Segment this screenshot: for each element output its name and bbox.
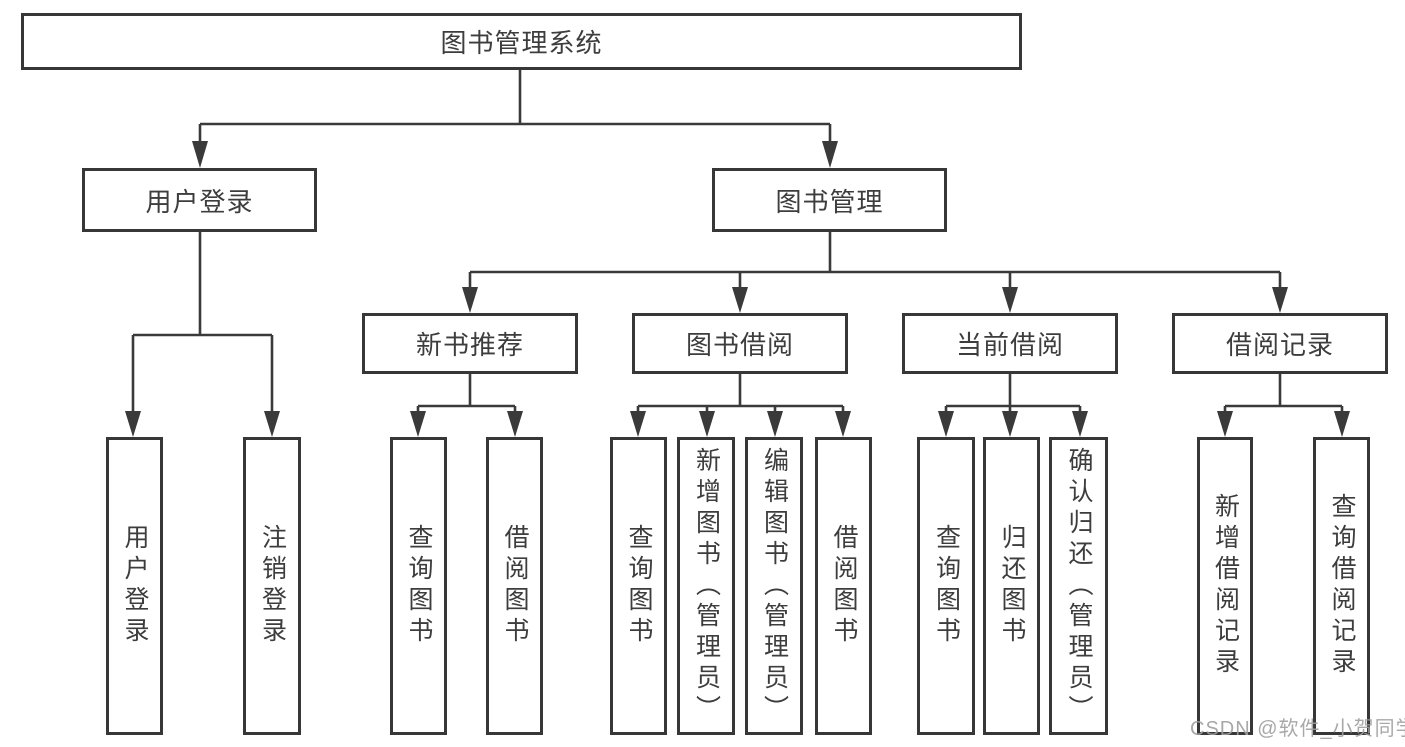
leaf-borrow-edit-books-admin: 编辑图书（管理员） [745, 437, 803, 735]
leaf-user-login: 用户登录 [106, 437, 163, 735]
node-root-system-label: 图书管理系统 [440, 28, 603, 58]
node-borrow-record: 借阅记录 [1172, 313, 1388, 374]
leaf-logout-label: 注销登录 [258, 524, 287, 648]
leaf-record-query-borrow-record: 查询借阅记录 [1313, 437, 1370, 735]
node-borrow-record-label: 借阅记录 [1225, 330, 1334, 360]
leaf-current-query-books-label: 查询图书 [932, 524, 961, 648]
leaf-recommend-query-books: 查询图书 [390, 437, 447, 735]
leaf-recommend-borrow-books: 借阅图书 [486, 437, 543, 735]
leaf-record-add-borrow-record-label: 新增借阅记录 [1211, 493, 1240, 679]
leaf-record-query-borrow-record-label: 查询借阅记录 [1328, 493, 1356, 679]
node-book-management: 图书管理 [712, 168, 947, 232]
leaf-current-confirm-return-admin-label: 确认归还（管理员） [1065, 446, 1093, 726]
node-root-system: 图书管理系统 [21, 13, 1022, 70]
arrowhead-icons [125, 141, 1350, 437]
leaf-recommend-borrow-books-label: 借阅图书 [501, 524, 529, 648]
csdn-watermark: CSDN @软件_小贺同学 [1190, 718, 1405, 740]
node-user-login-label: 用户登录 [145, 186, 254, 217]
leaf-recommend-query-books-label: 查询图书 [405, 524, 433, 648]
leaf-current-confirm-return-admin: 确认归还（管理员） [1049, 437, 1108, 735]
leaf-record-add-borrow-record: 新增借阅记录 [1197, 437, 1253, 735]
leaf-borrow-add-books-admin-label: 新增图书（管理员） [692, 446, 721, 726]
leaf-logout: 注销登录 [243, 437, 301, 735]
node-book-management-label: 图书管理 [775, 186, 884, 217]
leaf-borrow-query-books-label: 查询图书 [625, 524, 653, 648]
leaf-current-return-books-label: 归还图书 [998, 524, 1026, 648]
leaf-borrow-edit-books-admin-label: 编辑图书（管理员） [760, 446, 789, 726]
node-new-book-recommend-label: 新书推荐 [415, 330, 524, 360]
node-user-login: 用户登录 [82, 168, 317, 232]
leaf-current-query-books: 查询图书 [917, 437, 975, 735]
leaf-borrow-borrow-books: 借阅图书 [815, 437, 872, 735]
node-current-borrow: 当前借阅 [902, 313, 1118, 374]
node-book-borrow-label: 图书借阅 [685, 330, 794, 360]
leaf-borrow-add-books-admin: 新增图书（管理员） [677, 437, 735, 735]
leaf-user-login-label: 用户登录 [121, 524, 149, 648]
node-book-borrow: 图书借阅 [632, 313, 848, 374]
leaf-borrow-borrow-books-label: 借阅图书 [830, 524, 858, 648]
leaf-borrow-query-books: 查询图书 [610, 437, 667, 735]
leaf-current-return-books: 归还图书 [983, 437, 1040, 735]
node-current-borrow-label: 当前借阅 [955, 330, 1064, 360]
node-new-book-recommend: 新书推荐 [362, 313, 578, 374]
